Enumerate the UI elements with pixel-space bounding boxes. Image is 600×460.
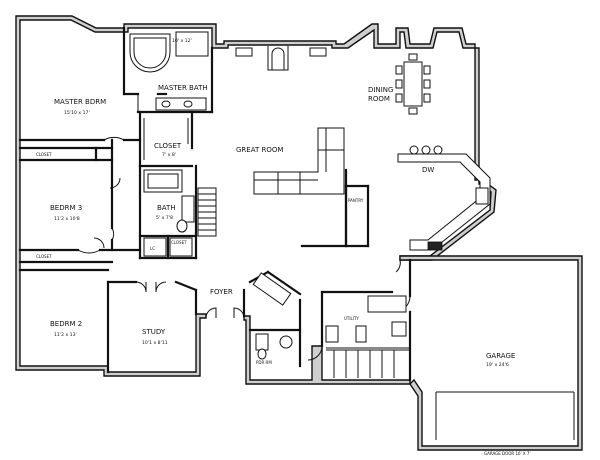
dim-closet: 7' x 8' [162, 152, 176, 158]
dim-bedrm3: 11'2 x 10'8 [54, 216, 80, 222]
interior-walls [18, 26, 412, 382]
stairs [197, 187, 217, 237]
bath-tub [143, 169, 183, 193]
dim-bath: 5' x 7'8 [156, 215, 173, 221]
dim-master-bath: 10' x 12' [172, 38, 192, 44]
label-garage: GARAGE [486, 352, 515, 360]
label-closet-small: CLOSET [171, 240, 187, 245]
kitchen-counter [397, 153, 491, 251]
label-closet: CLOSET [154, 142, 182, 150]
fixtures [129, 31, 575, 440]
doors [77, 94, 411, 361]
dim-study: 10'1 x 8'11 [142, 340, 168, 346]
label-foyer: FOYER [210, 288, 233, 296]
label-bath: BATH [157, 204, 176, 212]
label-dining-room-2: ROOM [368, 95, 390, 103]
label-dining-room: DINING [368, 86, 393, 94]
dim-garage: 19' x 24'6 [486, 362, 509, 368]
label-closet-bedrm3: CLOSET [36, 152, 52, 157]
label-great-room: GREAT ROOM [236, 146, 283, 154]
label-dw: DW [422, 166, 434, 174]
room-labels: MASTER BDRM 15'10 x 17' MASTER BATH 10' … [36, 38, 531, 456]
dining-table [403, 61, 423, 107]
label-study: STUDY [142, 328, 166, 336]
label-master-bdrm: MASTER BDRM [54, 98, 106, 106]
exterior-wall-south-center [243, 315, 411, 385]
label-master-bath: MASTER BATH [158, 84, 208, 92]
label-pantry: PANTRY [348, 198, 364, 203]
garage-wall [399, 255, 583, 451]
label-pdr-rm: PDR RM [256, 360, 272, 365]
fireplace [267, 46, 289, 71]
dim-master-bdrm: 15'10 x 17' [64, 110, 90, 116]
label-bedrm3: BEDRM 3 [50, 204, 82, 212]
master-bath-tub [129, 33, 171, 73]
label-closet-bedrm2: CLOSET [36, 254, 52, 259]
dim-bedrm2: 11'2 x 13' [54, 332, 77, 338]
label-lc: LC [150, 246, 155, 251]
label-garage-door: GARAGE DOOR 16' X 7' [484, 451, 531, 456]
label-utility: UTILITY [344, 316, 359, 321]
label-bedrm2: BEDRM 2 [50, 320, 82, 328]
sofa [253, 127, 345, 195]
exterior-walls [15, 15, 583, 451]
